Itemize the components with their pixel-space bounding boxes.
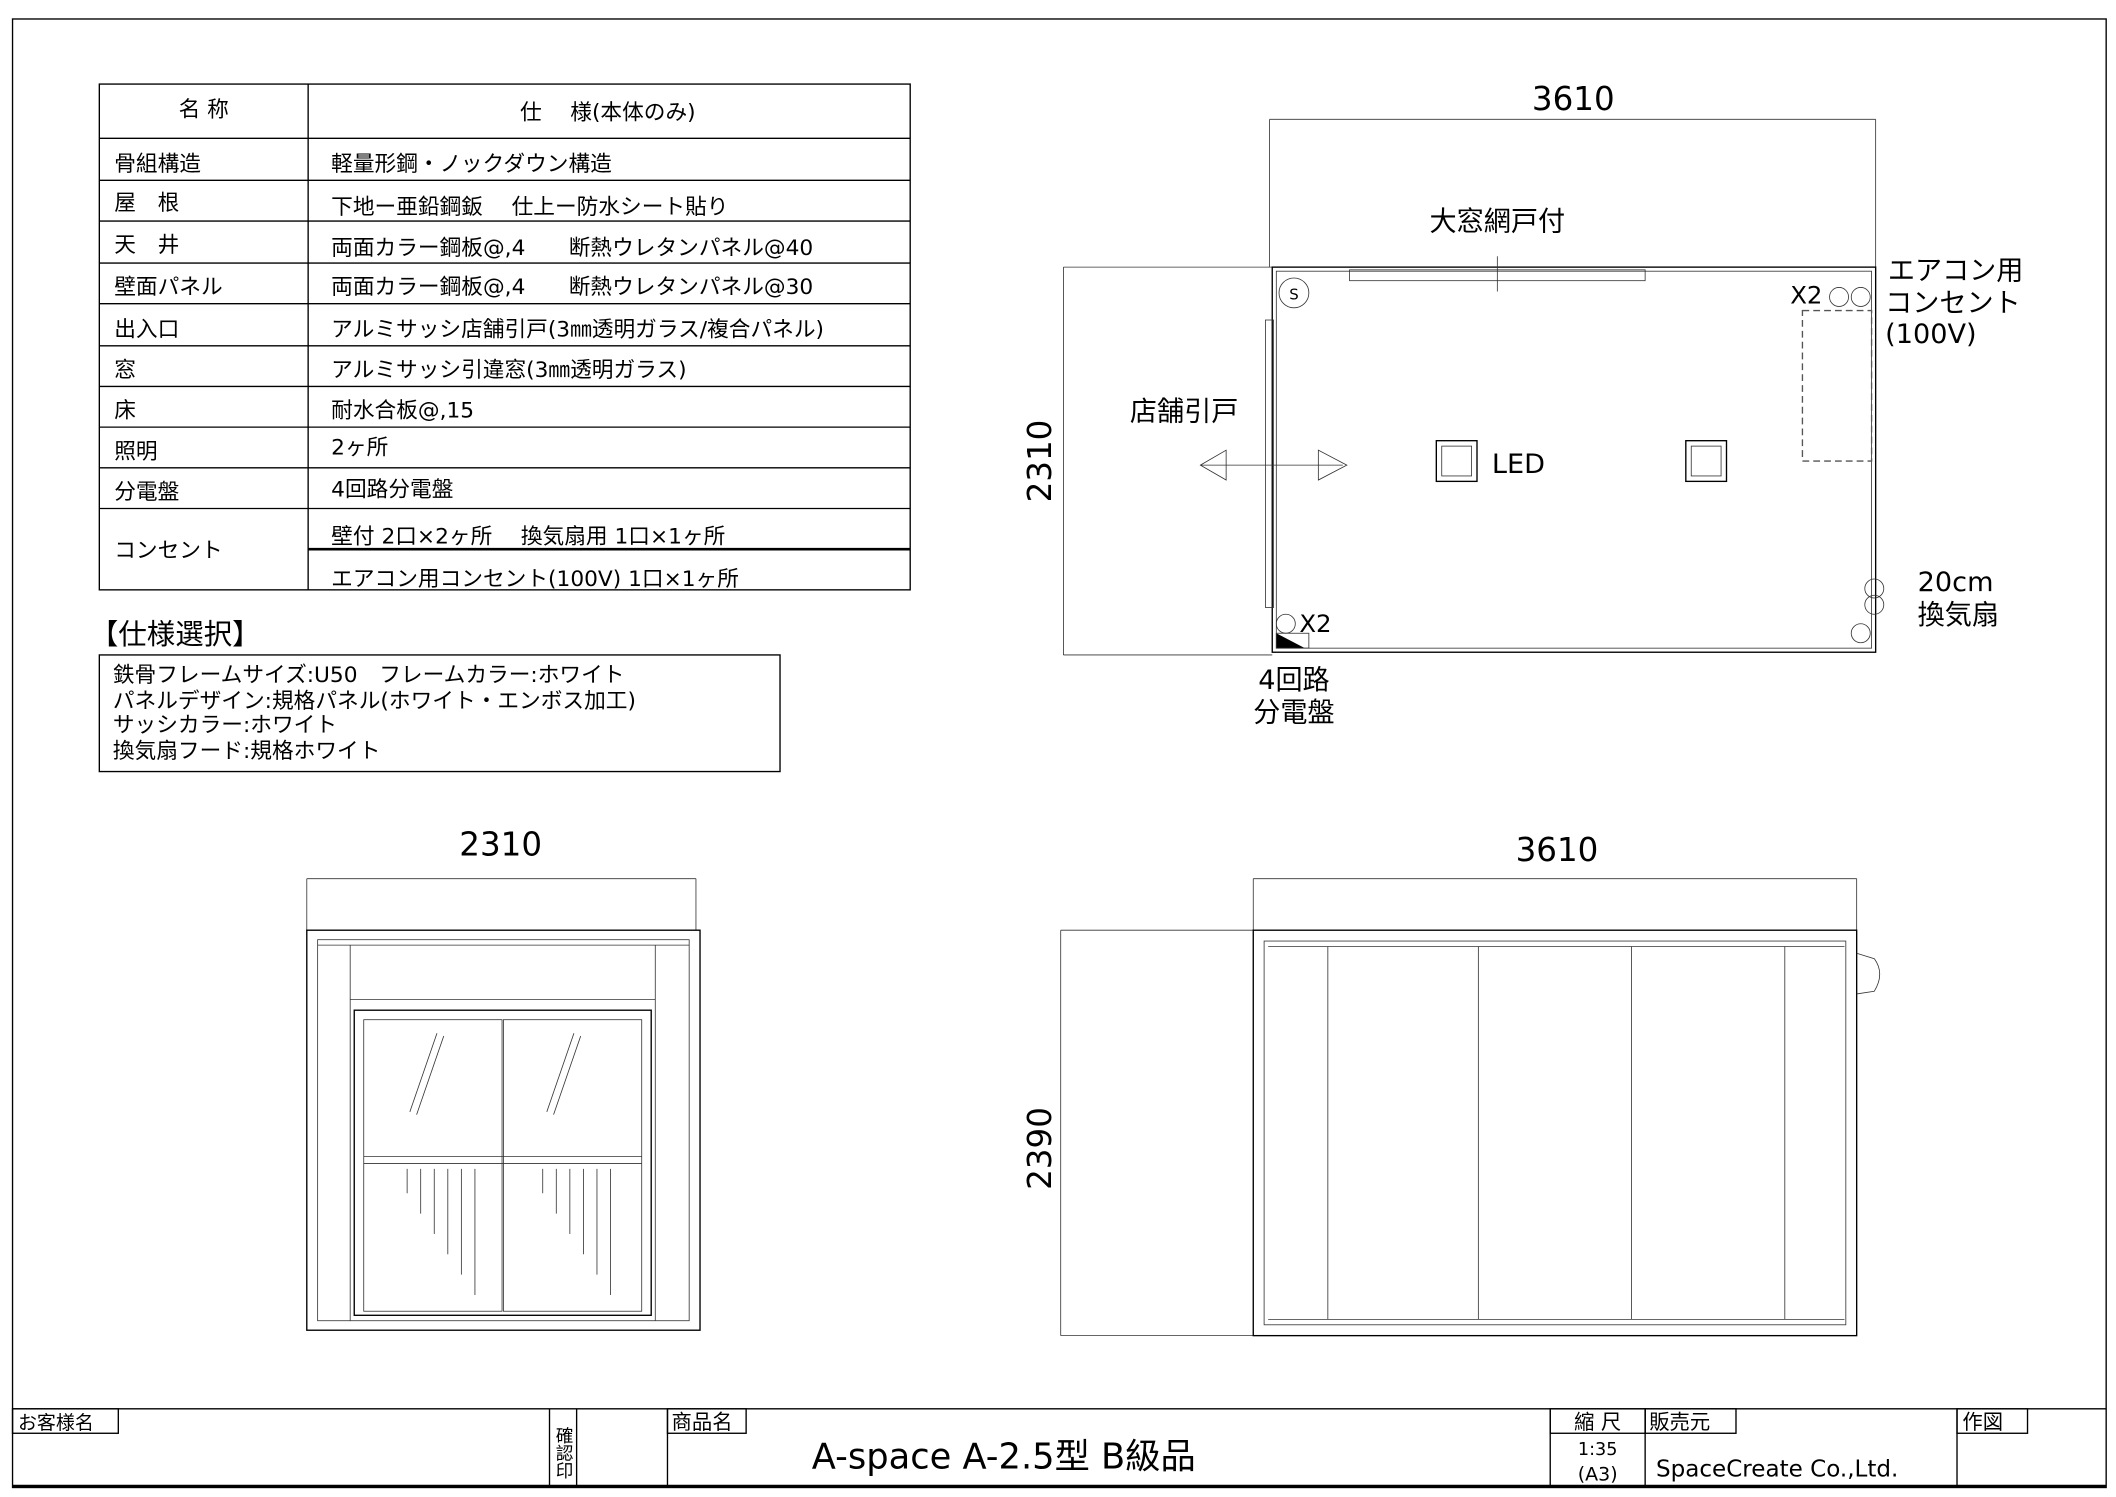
side-width-dim: 2310 — [459, 826, 542, 864]
row-spec: 軽量形鋼・ノックダウン構造 — [331, 152, 612, 177]
outlet-icon — [1850, 287, 1871, 307]
front-elevation: 3610 2390 — [1021, 831, 1881, 1337]
outlet-icon — [1829, 287, 1849, 307]
header-name: 名 称 — [179, 98, 229, 123]
ac-area — [1801, 309, 1873, 462]
paper-size: (A3) — [1578, 1464, 1618, 1486]
row-name: 骨組構造 — [114, 152, 201, 177]
row-name: 壁面パネル — [114, 275, 222, 300]
row-spec: 下地ー亜鉛鋼鈑 仕上ー防水シート貼り — [331, 195, 728, 220]
switch-symbol: S — [1289, 286, 1298, 304]
row-name: 床 — [114, 399, 136, 424]
spec-table: 名 称 仕 様(本体のみ) 骨組構造 軽量形鋼・ノックダウン構造 屋 根 下地ー… — [98, 83, 911, 592]
row-spec: 両面カラー鋼板@,4 断熱ウレタンパネル@30 — [331, 275, 813, 300]
row-spec: 2ヶ所 — [331, 435, 388, 460]
row-name: 出入口 — [114, 317, 179, 342]
row-name: 天 井 — [114, 233, 179, 258]
led-light-icon — [1685, 440, 1728, 483]
led-light-icon — [1435, 440, 1478, 483]
customer-label: お客様名 — [18, 1412, 94, 1434]
distribution-panel-icon — [1276, 633, 1305, 649]
row-name: 分電盤 — [114, 480, 179, 505]
switch-icon — [1278, 277, 1310, 309]
ac-label-2: コンセント — [1885, 288, 2021, 319]
spec-selection: 【仕様選択】 鉄骨フレームサイズ:U50 フレームカラー:ホワイト パネルデザイ… — [90, 618, 781, 773]
row-spec: 両面カラー鋼板@,4 断熱ウレタンパネル@40 — [331, 236, 813, 261]
side-elevation: 2310 — [306, 826, 701, 1331]
plan-walls — [1271, 266, 1877, 653]
seller-name: SpaceCreate Co.,Ltd. — [1656, 1457, 1898, 1483]
door-arrow-icon — [1199, 449, 1348, 481]
header-spec: 仕 様(本体のみ) — [520, 100, 696, 125]
panel-label-1: 4回路 — [1258, 665, 1329, 696]
window-label: 大窓網戸付 — [1430, 207, 1566, 238]
outlet-spec-1: 壁付 2口×2ヶ所 換気扇用 1口×1ヶ所 — [331, 525, 725, 550]
plan-width-dim: 3610 — [1532, 80, 1615, 118]
outlet-icon — [1850, 623, 1871, 644]
selection-line: 換気扇フード:規格ホワイト — [113, 739, 381, 764]
row-spec: アルミサッシ店舗引戸(3㎜透明ガラス/複合パネル) — [331, 317, 824, 342]
scale-label: 縮 尺 — [1574, 1410, 1621, 1434]
door-label: 店舗引戸 — [1130, 396, 1238, 427]
led-label: LED — [1492, 449, 1545, 480]
seller-label: 販売元 — [1649, 1410, 1710, 1434]
front-width-dim: 3610 — [1516, 831, 1599, 869]
outlet-icon — [1275, 613, 1296, 634]
fan-hood-icon — [1856, 952, 1881, 995]
panel-label-2: 分電盤 — [1253, 697, 1334, 728]
plan-depth-dim: 2310 — [1021, 420, 1059, 503]
row-name: 窓 — [114, 358, 136, 383]
fan-label-2: 換気扇 — [1918, 600, 1999, 631]
front-height-dim: 2390 — [1021, 1107, 1059, 1190]
row-spec: 4回路分電盤 — [331, 477, 453, 502]
fan-label-1: 20cm — [1918, 567, 1994, 598]
row-name: 屋 根 — [114, 191, 179, 216]
selection-line: サッシカラー:ホワイト — [113, 713, 337, 738]
door-symbol — [1265, 319, 1275, 608]
selection-title: 【仕様選択】 — [90, 618, 261, 651]
confirm-label: 確認印 — [553, 1426, 573, 1479]
product-name: A-space A-2.5型 B級品 — [812, 1437, 1196, 1478]
row-spec: アルミサッシ引違窓(3㎜透明ガラス) — [331, 358, 686, 383]
drawer-label: 作図 — [1962, 1410, 2003, 1434]
ac-label-1: エアコン用 — [1888, 255, 2024, 286]
row-spec: 耐水合板@,15 — [331, 399, 474, 424]
selection-line: 鉄骨フレームサイズ:U50 フレームカラー:ホワイト — [113, 663, 625, 688]
product-label: 商品名 — [672, 1410, 733, 1434]
floor-plan: 3610 2310 大窓網戸付 店舗引戸 S LED — [1021, 80, 2023, 729]
row-name: 照明 — [114, 439, 157, 464]
outlet-spec-2: エアコン用コンセント(100V) 1口×1ヶ所 — [331, 567, 739, 592]
ac-label-3: (100V) — [1885, 319, 1976, 350]
fan-icon — [1864, 578, 1885, 599]
scale-value: 1:35 — [1578, 1440, 1618, 1460]
outlet-name: コンセント — [114, 538, 222, 563]
selection-line: パネルデザイン:規格パネル(ホワイト・エンボス加工) — [113, 689, 636, 714]
title-block: お客様名 確認印 商品名 A-space A-2.5型 B級品 縮 尺 1:35… — [11, 1408, 2107, 1488]
panel-count: X2 — [1299, 609, 1331, 638]
ac-outlet-count: X2 — [1790, 281, 1822, 310]
sliding-window — [353, 1009, 652, 1316]
fixed-window-hatching — [406, 1168, 611, 1295]
